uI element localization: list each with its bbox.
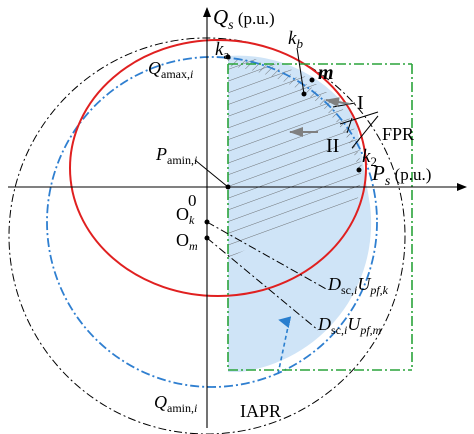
kb-label: kb bbox=[288, 28, 303, 51]
blue-circle bbox=[46, 56, 378, 388]
region-i-label: I bbox=[357, 92, 364, 114]
point-ka bbox=[225, 54, 231, 60]
qamin-label: Qamin,i bbox=[154, 392, 197, 415]
iapr-arrow bbox=[277, 316, 292, 375]
k2-label: k2 bbox=[362, 146, 377, 169]
fpr-leader-2 bbox=[351, 115, 379, 149]
red-circle bbox=[69, 39, 367, 297]
region-ii-label: II bbox=[326, 135, 339, 157]
om-label: Om bbox=[176, 230, 198, 253]
dsc-k-label: Dsc,iUpf,k bbox=[327, 274, 389, 297]
dsc-line-k bbox=[206, 221, 329, 291]
pamin-label: Pamin,i bbox=[155, 144, 197, 167]
pamin-leader bbox=[194, 159, 229, 188]
iapr-label: IAPR bbox=[240, 401, 281, 421]
fpr-leader-1 bbox=[339, 111, 379, 125]
point-m bbox=[309, 77, 315, 83]
kb-leader bbox=[296, 47, 305, 95]
ka-label: ka bbox=[215, 39, 229, 62]
dsc-m-label: Dsc,iUpf,m bbox=[317, 314, 382, 337]
point-k2 bbox=[356, 167, 362, 173]
fpr-arrow-1 bbox=[325, 97, 351, 108]
point-om bbox=[204, 235, 210, 241]
m-label: m bbox=[318, 62, 334, 84]
fpr-label: FPR bbox=[382, 124, 414, 144]
p-axis-label: Ps (p.u.) bbox=[371, 161, 431, 189]
origin-label: 0 bbox=[188, 191, 197, 210]
q-axis-label: Qs (p.u.) bbox=[213, 5, 275, 33]
qamax-label: Qamax,i bbox=[148, 58, 193, 81]
point-ok bbox=[204, 219, 210, 225]
ok-label: Ok bbox=[176, 204, 195, 227]
